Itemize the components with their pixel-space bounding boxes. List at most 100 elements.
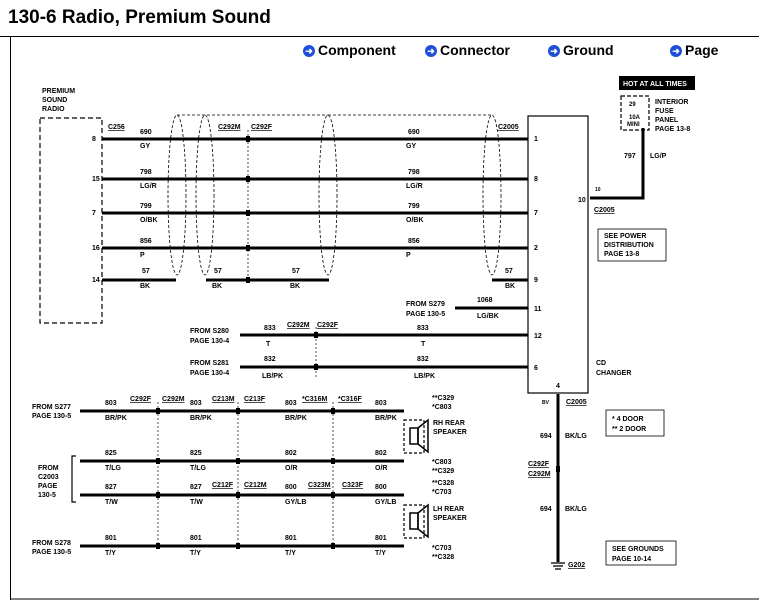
wire-color: BK/LG (565, 433, 587, 440)
radio-component[interactable] (39, 117, 103, 324)
wire-color: BR/PK (375, 415, 397, 422)
source-label: FROM S279 (406, 301, 445, 308)
connector-label: C212M (244, 482, 267, 489)
source-label: FROM (38, 465, 59, 472)
connector-label: C212F (212, 482, 234, 489)
wire-color: BK (140, 283, 150, 290)
cd-changer-component[interactable] (527, 115, 589, 394)
radio-label: RADIO (42, 106, 65, 113)
circuit-number: 833 (417, 325, 429, 332)
splice-dot (246, 245, 250, 251)
pin-number: 2 (534, 245, 538, 252)
splice-dot (156, 492, 160, 498)
source-label: FROM S277 (32, 404, 71, 411)
circuit-number: 802 (375, 450, 387, 457)
wire-color: GY (140, 143, 150, 150)
splice-dot (156, 543, 160, 549)
source-page: PAGE 130-4 (190, 370, 229, 377)
circuit-number: 801 (285, 535, 297, 542)
pin-number: 11 (534, 306, 542, 313)
rh-rear-speaker[interactable] (403, 419, 425, 454)
wire-color: T/W (190, 499, 203, 506)
source-page: PAGE 130-5 (32, 549, 71, 556)
circuit-number: 57 (292, 268, 300, 275)
arrow-right-icon: ➜ (303, 45, 315, 57)
connector-label: *C803 (432, 459, 452, 466)
wire-color: BK (212, 283, 222, 290)
circuit-number: 827 (190, 484, 202, 491)
wire-color: O/BK (406, 217, 424, 224)
splice-dot (236, 458, 240, 464)
pin-number: 1 (534, 136, 538, 143)
source-label: C2003 (38, 474, 59, 481)
splice-dot (246, 176, 250, 182)
circuit-number: 803 (375, 400, 387, 407)
circuit-number: 803 (190, 400, 202, 407)
wire-797 (590, 128, 645, 200)
pin-number: 7 (92, 210, 96, 217)
connector-label: *C703 (432, 545, 452, 552)
connector-link[interactable]: ➜Connector (425, 42, 510, 58)
circuit-number: 799 (140, 203, 152, 210)
connector-label: **C329 (432, 468, 454, 475)
page-title: 130-6 Radio, Premium Sound (8, 7, 271, 28)
wire-color: LB/PK (414, 373, 435, 380)
connector-label: *C316F (338, 396, 362, 403)
connector-label: C323M (308, 482, 331, 489)
pin-number: 12 (534, 333, 542, 340)
wire-color: T/Y (190, 550, 201, 557)
connector-label: C2005 (498, 124, 519, 131)
radio-label: PREMIUM (42, 88, 75, 95)
pin-number: 6 (534, 365, 538, 372)
shield-ellipse (318, 114, 338, 276)
source-page: 130-5 (38, 492, 56, 499)
see-power-note[interactable] (597, 228, 667, 262)
fuse-29[interactable] (620, 95, 650, 131)
fuse-rating: 10A (629, 115, 641, 121)
diagram-frame (10, 37, 759, 600)
wire-color: O/R (285, 465, 297, 472)
connector-label: C2005 (594, 207, 615, 214)
circuit-number: 1068 (477, 297, 493, 304)
wire-color: GY/LB (285, 499, 306, 506)
hot-at-all-times-box (619, 76, 695, 90)
pin-number: 15 (92, 176, 100, 183)
arrow-right-icon: ➜ (425, 45, 437, 57)
circuit-number: 690 (140, 129, 152, 136)
pin-number: 4 (556, 383, 560, 390)
ground-label: G202 (568, 562, 585, 569)
splice-dot (156, 408, 160, 414)
ground-link[interactable]: ➜Ground (548, 42, 614, 58)
component-link-label: Component (318, 42, 396, 58)
shield-ellipse (167, 114, 187, 276)
circuit-number: 832 (417, 356, 429, 363)
splice-dot (246, 136, 250, 142)
connector-label: C292F (317, 322, 339, 329)
wire-color: BK (505, 283, 515, 290)
splice-dot (331, 543, 335, 549)
connector-label: C256 (108, 124, 125, 131)
circuit-number: 798 (140, 169, 152, 176)
page-link[interactable]: ➜Page (670, 42, 718, 58)
splice-dot (236, 408, 240, 414)
lh-rear-speaker[interactable] (403, 504, 425, 539)
see-grounds-note[interactable] (605, 540, 677, 566)
component-link[interactable]: ➜Component (303, 42, 396, 58)
wire-color: GY (406, 143, 416, 150)
connector-label: C323F (342, 482, 364, 489)
fuse-panel-label: FUSE (655, 108, 674, 115)
connector-label: C213M (212, 396, 235, 403)
wire-color: LG/R (140, 183, 157, 190)
circuit-number: 694 (540, 433, 552, 440)
note-text: PAGE 13-8 (604, 251, 639, 258)
connector-label: C292M (528, 471, 551, 478)
splice-dot (331, 492, 335, 498)
wire-color: T/Y (375, 550, 386, 557)
circuit-number: 800 (375, 484, 387, 491)
speaker-label: SPEAKER (433, 429, 467, 436)
splice-dot (236, 492, 240, 498)
circuit-number: 827 (105, 484, 117, 491)
legend-text: ** 2 DOOR (612, 426, 646, 433)
page-link-label: Page (685, 42, 719, 58)
source-page: PAGE 130-5 (32, 413, 71, 420)
